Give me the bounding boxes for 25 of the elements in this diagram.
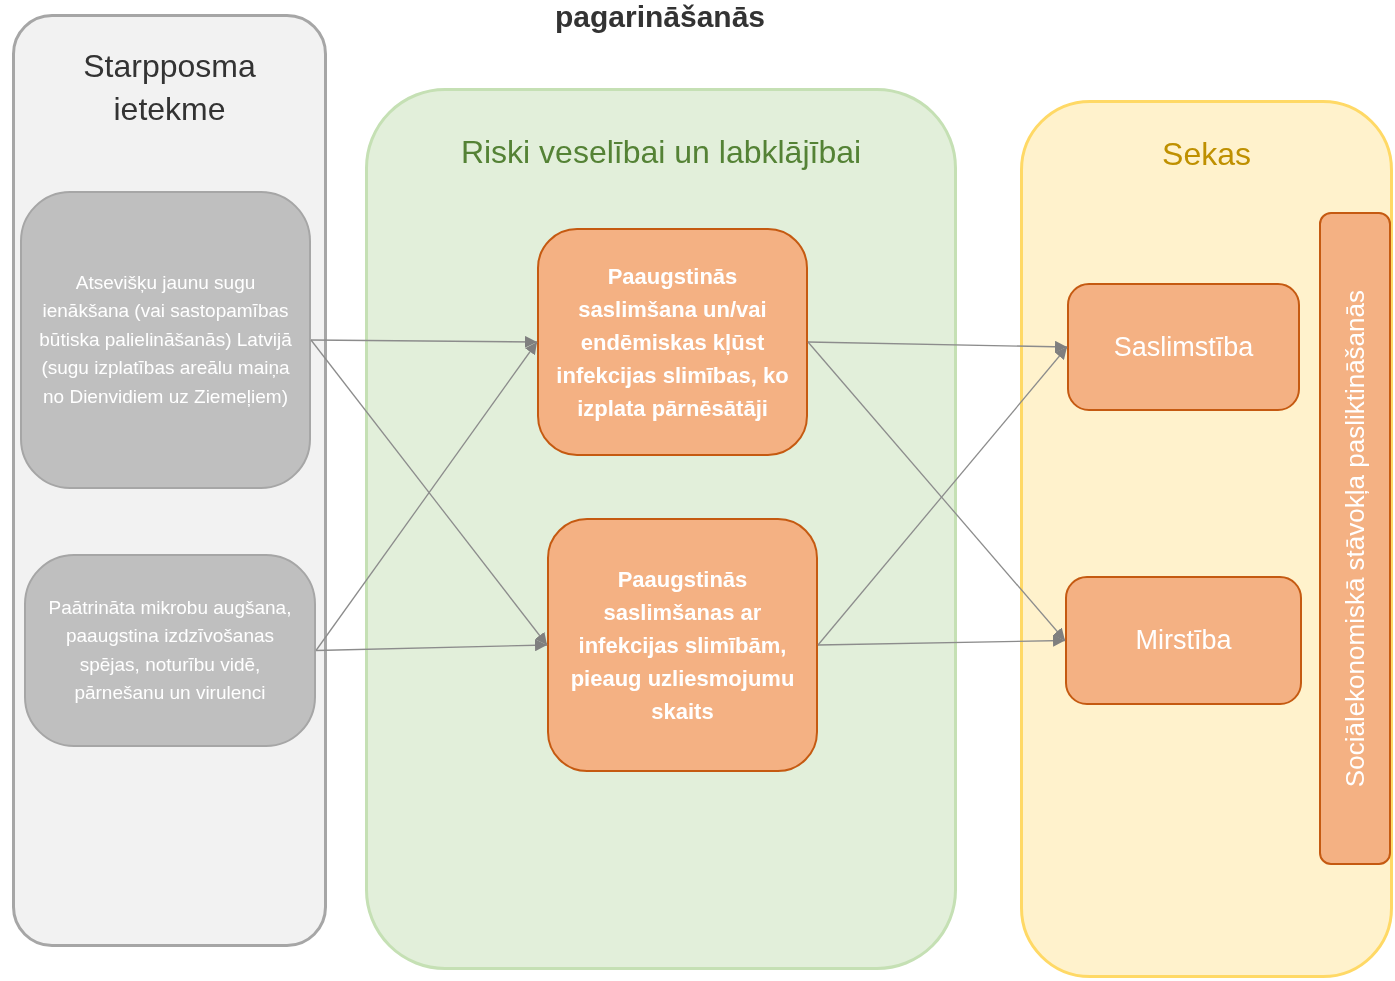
- box-label: Paaugstinās saslimšana un/vai endēmiskas kļūst infekcijas slimības, ko izplata pārnēsātāji: [555, 262, 790, 423]
- group-panel: [1020, 100, 1393, 978]
- process-box: [20, 191, 311, 489]
- group-panel: [365, 88, 957, 970]
- process-box: [547, 518, 818, 772]
- vertical-bar: [1319, 212, 1391, 865]
- vertical-label: Sociālekonomiskā stāvokļa pasliktināšanās: [1338, 289, 1371, 788]
- process-box: [24, 554, 316, 747]
- arrow: [315, 639, 548, 652]
- box-label: Mirstība: [1135, 624, 1232, 658]
- panel-heading: Starpposma ietekme: [82, 47, 257, 130]
- arrow: [310, 335, 538, 348]
- outcome-box: [1067, 283, 1300, 411]
- arrow: [807, 340, 1068, 353]
- diagram-title: pagarināšanās: [553, 0, 767, 34]
- process-box: [537, 228, 808, 456]
- box-label: Paātrināta mikrobu augšana, paaugstina izdzīvošanas spējas, noturību vidē, pārnešanu un virulenci: [47, 595, 293, 705]
- box-label: Atsevišķu jaunu sugu ienākšana (vai sastopamības būtiska palielināšanās) Latvijā (sugu izplatības areālu maiņa no Dienvidiem uz Ziemeļiem): [38, 270, 293, 409]
- panel-heading: Sekas: [1161, 135, 1252, 174]
- group-panel: [12, 14, 327, 947]
- box-label: Saslimstība: [1113, 330, 1254, 364]
- outcome-box: [1065, 576, 1302, 705]
- box-label: Paaugstinās saslimšanas ar infekcijas slimībām, pieaug uzliesmojumu skaits: [569, 565, 796, 726]
- panel-heading: Riski veselībai un labklājībai: [459, 133, 863, 172]
- arrow: [817, 634, 1066, 647]
